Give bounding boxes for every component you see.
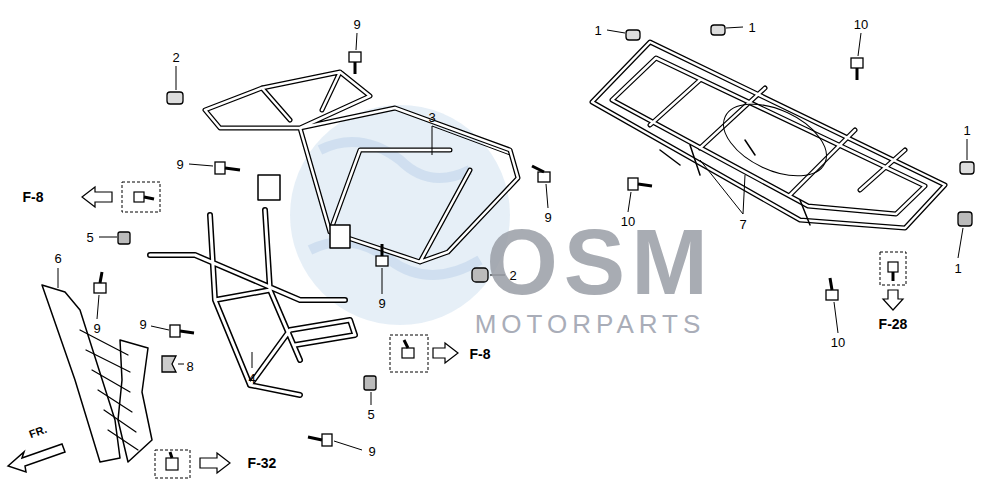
callout-number: 10 — [831, 336, 845, 349]
watermark-logo: OSM — [486, 216, 714, 308]
callout-number: 9 — [353, 18, 360, 31]
callout-number: 4 — [248, 372, 255, 385]
callout-number: 9 — [544, 211, 551, 224]
callout-number: 1 — [963, 124, 970, 137]
callout-number: 3 — [428, 111, 435, 124]
front-indicator: FR. — [28, 424, 48, 440]
callout-number: 8 — [186, 360, 193, 373]
callout-number: 1 — [594, 24, 601, 37]
callout-number: 9 — [368, 445, 375, 458]
callout-number: 5 — [367, 408, 374, 421]
callout-number: 9 — [93, 322, 100, 335]
watermark: MOTORPARTS — [475, 311, 706, 337]
callout-number: 2 — [172, 51, 179, 64]
callout-number: 9 — [378, 297, 385, 310]
callout-number: 7 — [739, 218, 746, 231]
callout-number: 1 — [954, 262, 961, 275]
reference-label: F-8 — [23, 190, 44, 204]
callout-number: 5 — [86, 231, 93, 244]
callout-number: 10 — [621, 215, 635, 228]
reference-label: F-8 — [470, 347, 491, 361]
callout-number: 1 — [748, 21, 755, 34]
callout-number: 9 — [139, 318, 146, 331]
callout-number: 9 — [176, 158, 183, 171]
callout-number: 6 — [54, 252, 61, 265]
reference-label: F-28 — [879, 317, 908, 331]
callout-number: 2 — [509, 269, 516, 282]
callout-number: 10 — [854, 18, 868, 31]
reference-label: F-32 — [248, 456, 277, 470]
